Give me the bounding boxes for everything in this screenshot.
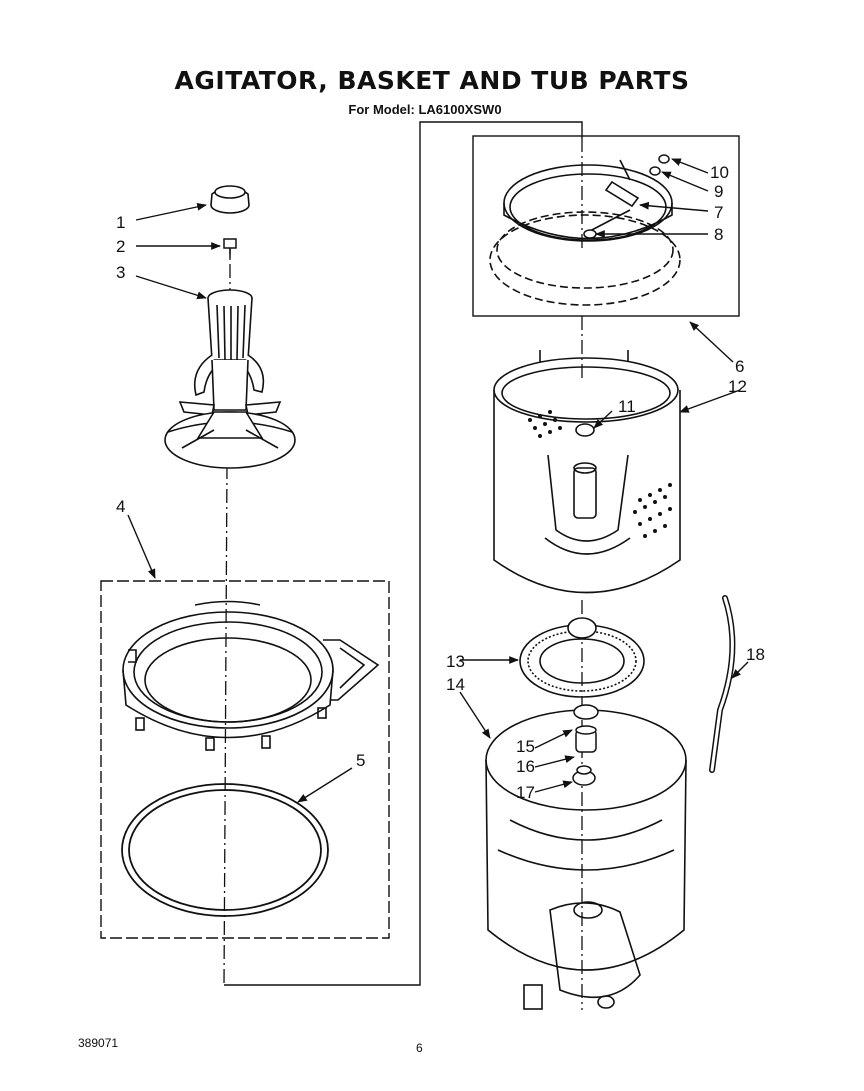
basket-perforations bbox=[528, 410, 672, 538]
agitator bbox=[164, 289, 296, 469]
tub-ring-group-box bbox=[100, 580, 390, 939]
tub-ring-gasket bbox=[121, 783, 329, 917]
agitator-cap bbox=[210, 185, 250, 214]
callout-17: 17 bbox=[516, 783, 535, 802]
callout-2: 2 bbox=[116, 237, 125, 256]
callout-1: 1 bbox=[116, 213, 125, 232]
balance-ring-box bbox=[472, 135, 740, 317]
tub-seal-parts bbox=[572, 704, 599, 786]
page-title: AGITATOR, BASKET AND TUB PARTS bbox=[174, 66, 690, 95]
callout-9: 9 bbox=[714, 182, 723, 201]
tub-ring bbox=[122, 600, 380, 751]
leader-lines bbox=[127, 158, 749, 803]
callout-11: 11 bbox=[618, 397, 636, 416]
connector-line bbox=[224, 121, 583, 986]
callout-12: 12 bbox=[728, 377, 747, 396]
callout-4: 4 bbox=[116, 497, 125, 516]
document-number: 389071 bbox=[78, 1036, 119, 1050]
callout-8: 8 bbox=[714, 225, 723, 244]
callout-16: 16 bbox=[516, 757, 535, 776]
callout-18: 18 bbox=[746, 645, 765, 664]
agitator-bolt bbox=[223, 238, 237, 258]
outer-tub bbox=[485, 709, 687, 1010]
balance-ring-hardware bbox=[583, 154, 670, 239]
callout-10: 10 bbox=[710, 163, 729, 182]
page-number: 6 bbox=[416, 1041, 423, 1055]
callout-14: 14 bbox=[446, 675, 465, 694]
callout-7: 7 bbox=[714, 203, 723, 222]
callout-6: 6 bbox=[735, 357, 744, 376]
callout-3: 3 bbox=[116, 263, 125, 282]
basket-drive-hub bbox=[519, 617, 645, 698]
spin-basket bbox=[493, 350, 681, 594]
callout-labels: 1 2 3 4 5 6 7 8 9 10 11 12 13 14 15 16 1… bbox=[116, 163, 765, 802]
callout-15: 15 bbox=[516, 737, 535, 756]
callout-5: 5 bbox=[356, 751, 365, 770]
model-subtitle: For Model: LA6100XSW0 bbox=[348, 102, 502, 117]
callout-13: 13 bbox=[446, 652, 465, 671]
